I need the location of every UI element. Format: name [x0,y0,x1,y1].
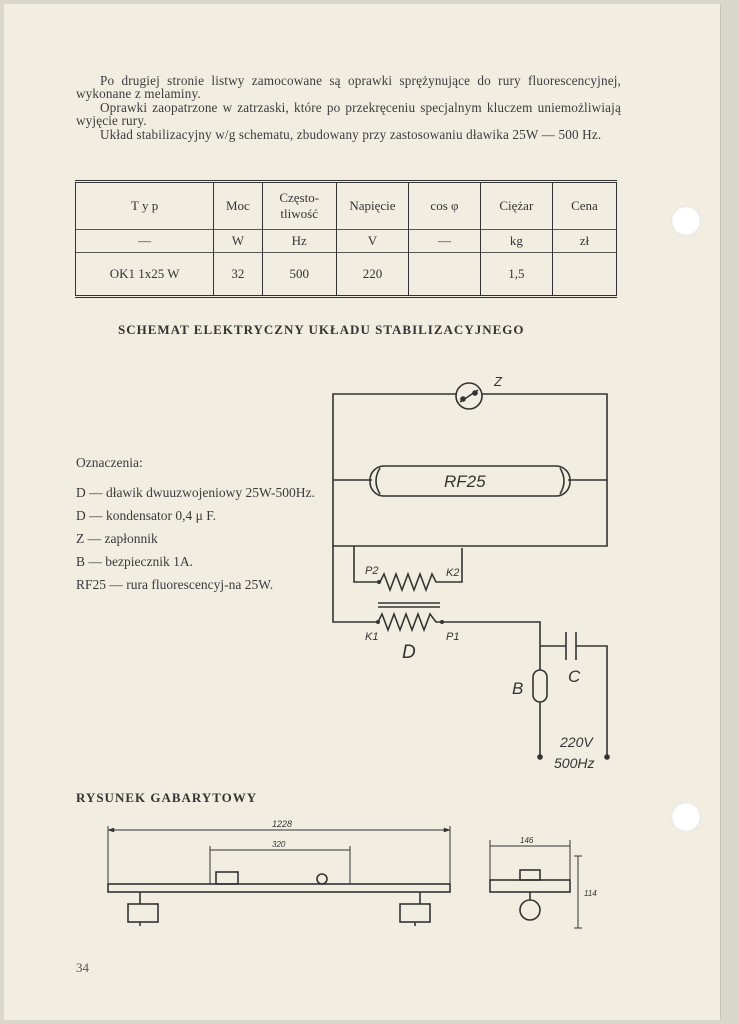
schematic-title: SCHEMAT ELEKTRYCZNY UKŁADU STABILIZACYJN… [118,322,525,337]
choke-core [378,602,440,608]
label-p2: P2 [365,565,378,577]
dimensions-title: RYSUNEK GABARYTOWY [76,790,258,805]
label-k2: K2 [446,567,459,579]
tube-label: RF25 [444,472,486,491]
inner-length-label: 320 [272,840,286,849]
wire [332,546,378,623]
total-length-label: 1228 [272,819,292,829]
terminal-dot [377,580,381,584]
tube-electrodes [375,467,565,495]
table-cell: 220 [335,252,410,297]
fixture-body [107,883,451,893]
choke-label: D [402,642,416,663]
dimension-line-height [574,855,582,929]
end-view-lampholder [519,899,541,921]
supply-voltage-label: 220V [559,734,594,750]
supply-terminal [537,754,543,760]
col-header-weight: Ciężar [479,181,553,230]
table-header-row: T y p Moc Często- tliwość Napięcie cos φ… [74,181,618,230]
intro-paragraph-3: Układ stabilizacyjny w/g schematu, zbudo… [100,126,602,142]
col-header-power: Moc [213,181,263,230]
unit-cell: — [74,229,215,253]
wire [332,480,608,547]
width-label: 146 [520,836,534,845]
terminal-dot [376,620,380,624]
end-view-part [519,869,541,881]
choke-coil-upper [379,571,442,593]
wire [442,548,463,583]
supply-terminal [604,754,610,760]
binder-hole-top [671,206,701,236]
page-number: 34 [76,960,89,975]
legend-item: D — kondensator 0,4 μ F. [76,508,217,523]
lampholder-stem [139,892,421,904]
wire [353,546,380,583]
arrowheads [107,827,451,833]
wire [482,393,608,480]
supply-frequency-label: 500Hz [554,755,594,771]
wire [332,393,456,480]
fuse-icon [532,669,548,703]
intro-paragraph-1: Po drugiej stronie listwy zamocowane są … [76,73,621,102]
col-header-price: Cena [551,181,618,230]
table-cell [408,252,481,297]
table-row: OK1 1x25 W 32 500 220 1,5 [74,252,618,297]
lampholder-right [399,903,431,923]
table-cell: 32 [213,252,263,297]
dimension-drawing: 1228 320 146 114 [107,819,597,929]
wire [442,621,541,646]
label-k1: K1 [365,631,378,643]
capacitor-icon [565,632,577,660]
dimension-line-width [489,840,571,890]
starter-dot [460,396,466,402]
unit-cell: zł [551,229,618,253]
choke-coil-lower [377,611,442,633]
dimension-line-inner [209,846,351,884]
fixture-part [316,873,328,885]
unit-cell: W [213,229,263,253]
legend-heading: Oznaczenia: [76,455,143,470]
table-cell [551,252,618,297]
label-p1: P1 [446,631,459,643]
unit-cell: Hz [261,229,337,253]
fixture-part [215,871,239,885]
unit-cell: V [335,229,410,253]
starter-icon [455,382,483,410]
intro-paragraph-2: Oprawki zaopatrzone w zatrzaski, które p… [76,99,621,129]
col-header-voltage: Napięcie [335,181,410,230]
legend-item: Z — zapłonnik [76,531,158,546]
tube-icon [369,465,571,497]
legend-item: D — dławik dwuuzwojeniowy 25W-500Hz. [76,485,315,500]
col-header-type: T y p [74,181,215,230]
binder-hole-bottom [671,802,701,832]
lampholder-left [127,903,159,923]
legend: Oznaczenia: D — dławik dwuuzwojeniowy 25… [76,455,316,600]
col-header-cos-phi: cos φ [408,181,481,230]
spec-table: T y p Moc Często- tliwość Napięcie cos φ… [74,180,618,298]
capacitor-label: C [568,667,581,686]
extension-line [107,826,451,884]
legend-item: B — bezpiecznik 1A. [76,554,193,569]
table-cell: OK1 1x25 W [74,252,215,297]
lampholder-foot [139,922,416,926]
table-units-row: — W Hz V — kg zł [74,229,618,253]
circuit-schematic: Z RF25 P2 K2 K1 P1 D C B 220V 500Hz [332,374,610,771]
legend-item: RF25 — rura fluorescencyj-na 25W. [76,577,274,592]
starter-label: Z [493,374,503,389]
unit-cell: — [408,229,481,253]
document-page [4,4,720,1020]
starter-dot [472,390,478,396]
fuse-label: B [512,679,523,698]
height-label: 114 [584,889,597,898]
table-cell: 500 [261,252,337,297]
intro-text: Po drugiej stronie listwy zamocowane są … [76,74,621,141]
end-view-body [489,879,571,893]
wire [540,645,608,756]
